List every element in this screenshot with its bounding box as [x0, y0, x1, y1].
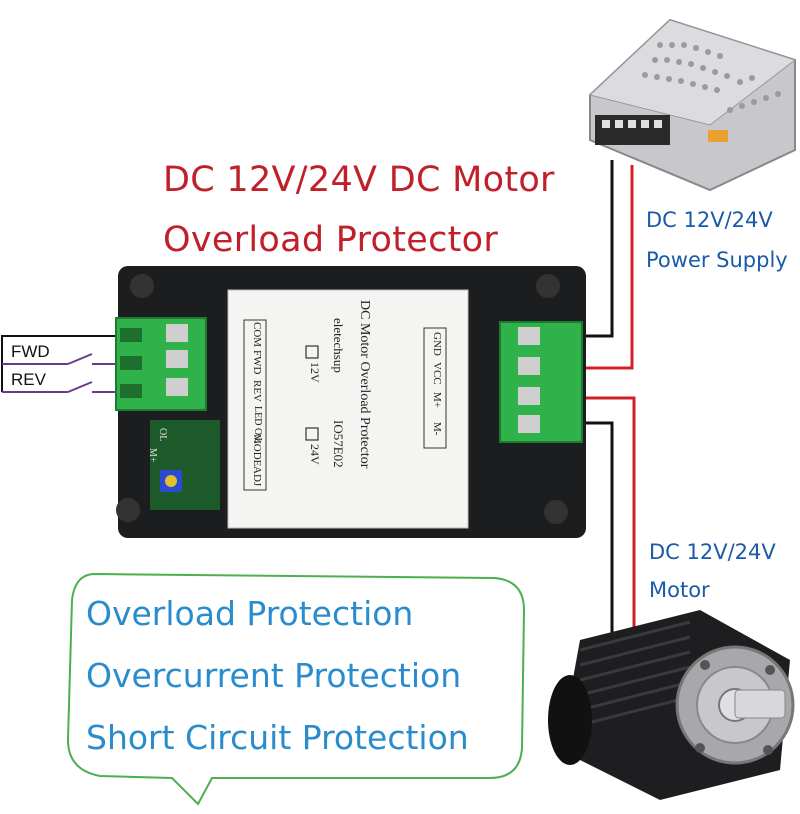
- power-supply-image: [588, 18, 797, 192]
- checkbox-24v: [305, 427, 319, 441]
- fwd-label: FWD: [11, 342, 50, 361]
- title-line-1: DC 12V/24V DC Motor: [163, 160, 555, 200]
- checkbox-12v: [305, 345, 319, 359]
- feature-overload: Overload Protection: [86, 594, 414, 633]
- com-wire: [1, 335, 132, 392]
- pcb-area: [150, 420, 220, 510]
- title-line-2: Overload Protector: [163, 220, 499, 260]
- fwd-switch: [67, 353, 93, 365]
- right-terminal-block: [499, 321, 583, 443]
- motor-label-2: Motor: [649, 578, 710, 602]
- feature-short-circuit: Short Circuit Protection: [86, 718, 469, 757]
- rev-label: REV: [11, 370, 46, 389]
- motor-image: [548, 610, 795, 800]
- label-plate: [227, 289, 469, 529]
- power-supply-label-1: DC 12V/24V: [646, 208, 773, 232]
- feature-overcurrent: Overcurrent Protection: [86, 656, 462, 695]
- rev-switch: [67, 381, 93, 393]
- motor-label-1: DC 12V/24V: [649, 540, 776, 564]
- power-supply-label-2: Power Supply: [646, 248, 788, 272]
